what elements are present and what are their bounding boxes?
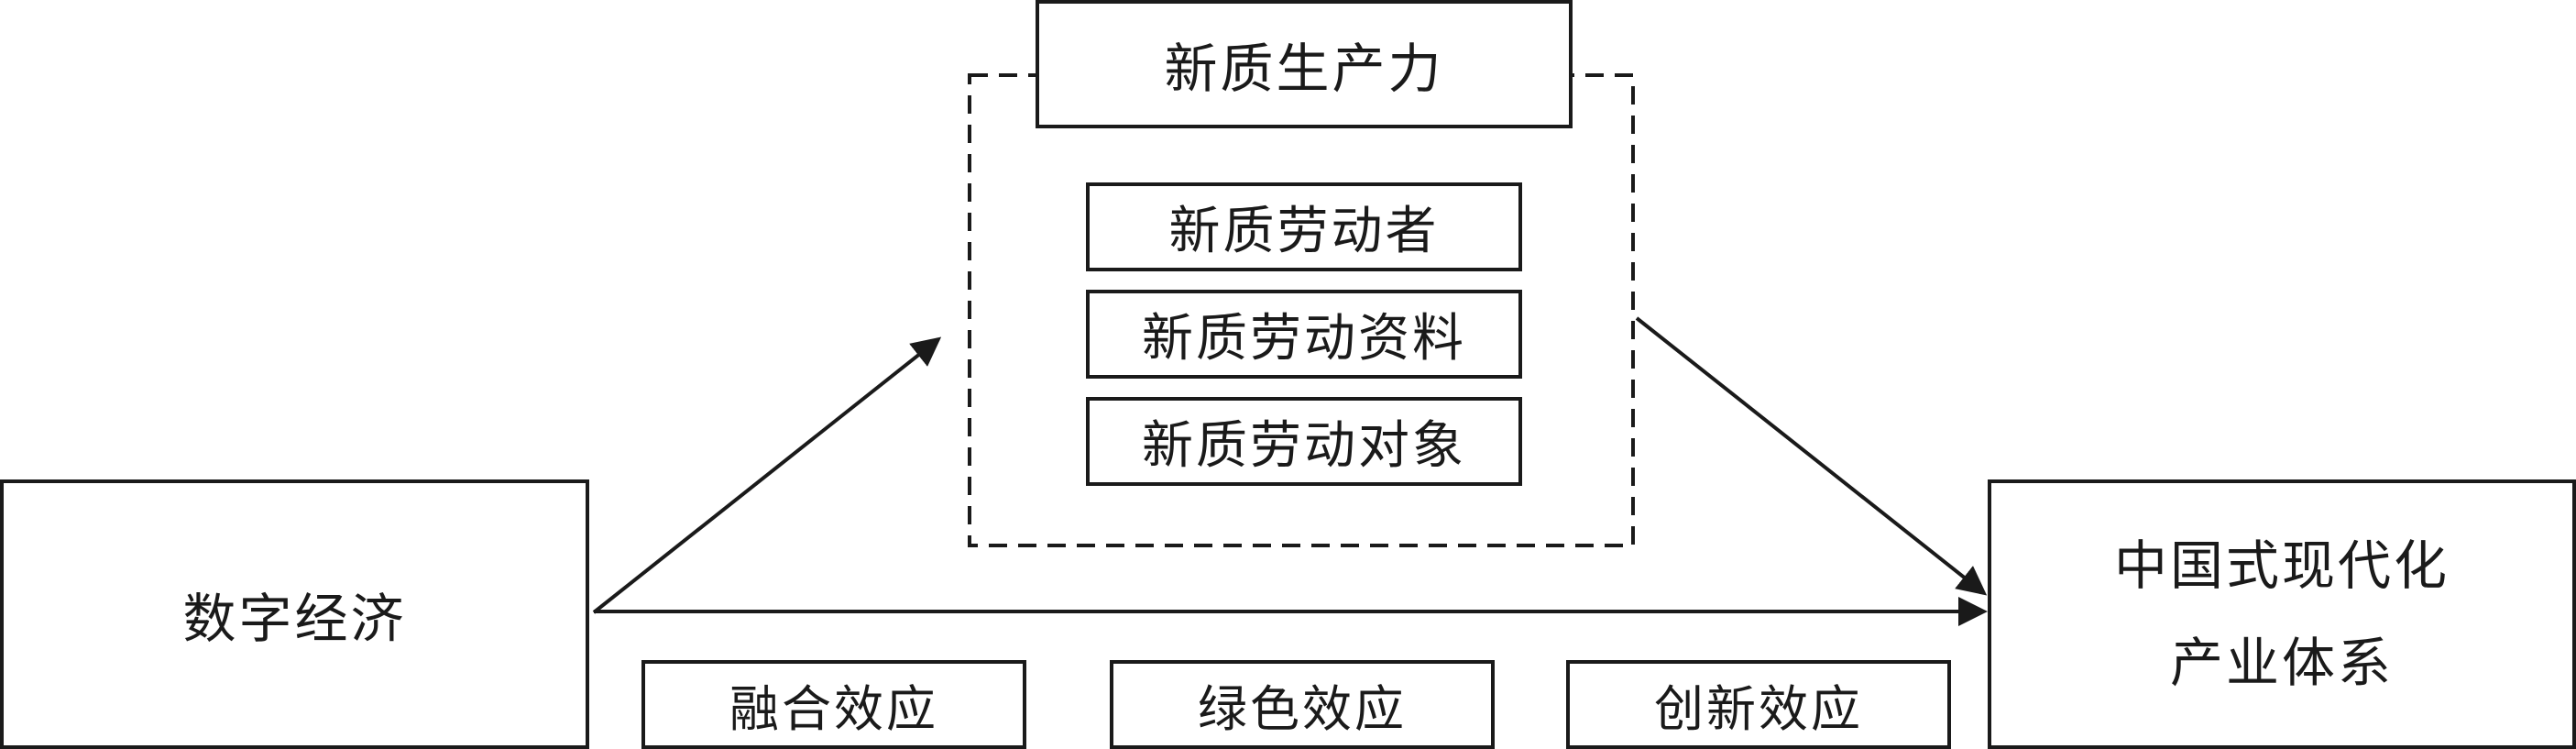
new-means-of-labor-label: 新质劳动资料 [1142,309,1466,369]
new-laborers-label: 新质劳动者 [1168,202,1440,261]
digital-economy-label: 数字经济 [182,588,407,650]
arrow-npf-to-target [1635,316,1988,596]
new-productive-forces-label: 新质生产力 [1164,38,1444,100]
fusion-effect-label: 融合效应 [729,680,938,738]
innovation-effect-label: 创新效应 [1654,680,1863,738]
innovation-effect-node: 创新效应 [1566,660,1951,749]
target-label-line1: 中国式现代化 [2113,534,2450,597]
new-objects-of-labor-node: 新质劳动对象 [1086,397,1522,486]
modern-industrial-system-node: 中国式现代化 产业体系 [1988,479,2576,749]
green-effect-label: 绿色效应 [1198,680,1407,738]
arrow-digital-to-npf [592,336,942,614]
new-productive-forces-node: 新质生产力 [1036,0,1573,128]
new-means-of-labor-node: 新质劳动资料 [1086,290,1522,379]
new-laborers-node: 新质劳动者 [1086,182,1522,271]
fusion-effect-node: 融合效应 [641,660,1026,749]
new-objects-of-labor-label: 新质劳动对象 [1142,416,1466,476]
target-label-line2: 产业体系 [2169,632,2394,694]
green-effect-node: 绿色效应 [1110,660,1495,749]
digital-economy-node: 数字经济 [0,479,589,749]
